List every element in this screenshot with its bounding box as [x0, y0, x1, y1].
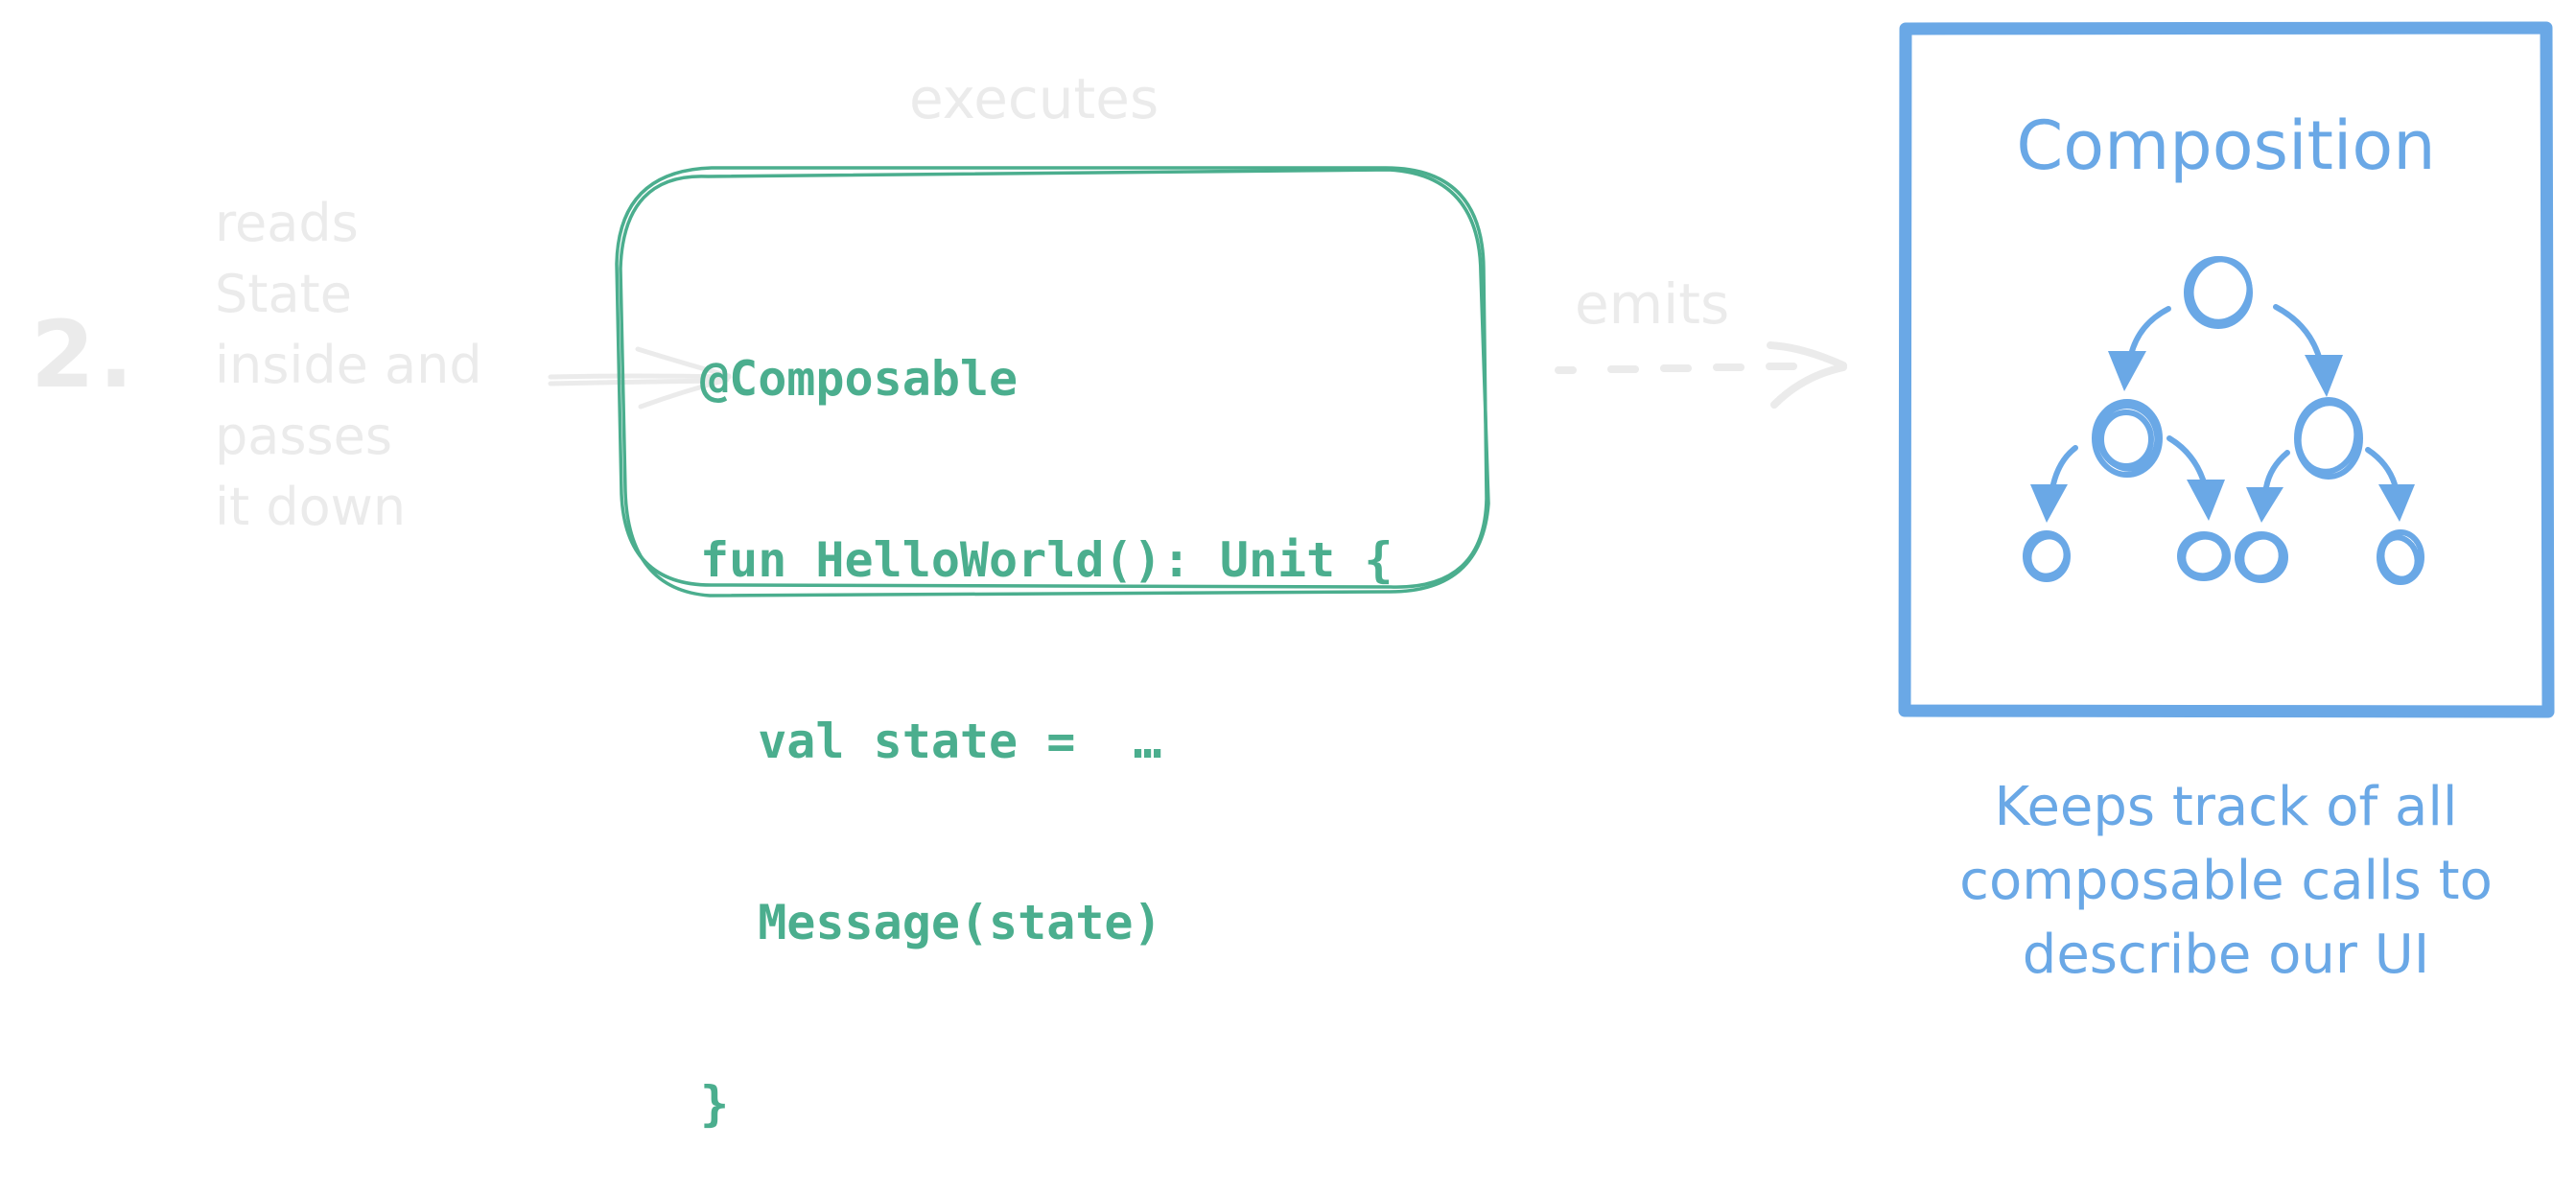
- code-box-border: [615, 166, 1490, 598]
- composition-caption-line: Keeps track of all: [1994, 776, 2458, 838]
- code-line-closing-brace: }: [700, 1076, 730, 1132]
- tree-root-node-icon: [2184, 256, 2253, 329]
- tree-leaf-node-icon: [2235, 531, 2288, 583]
- code-line-annotation: @Composable: [700, 351, 1019, 407]
- step-description: reads State inside and passes it down: [215, 188, 482, 543]
- tree-left-node-icon: [2092, 399, 2163, 478]
- executes-label: executes: [909, 66, 1159, 131]
- composition-tree: [2023, 256, 2424, 585]
- code-line-function-signature: fun HelloWorld(): Unit {: [700, 532, 1393, 588]
- diagram-canvas: [548, 21, 2555, 718]
- tree-leaf-node-icon: [2023, 530, 2071, 582]
- code-snippet: @Composable fun HelloWorld(): Unit { val…: [700, 228, 1393, 1195]
- step-description-line: State: [215, 264, 352, 324]
- tree-edge: [2273, 304, 2322, 360]
- composition-caption-line: composable calls to: [1959, 850, 2493, 912]
- step-description-line: it down: [215, 477, 407, 537]
- code-line-state-declaration: val state = …: [700, 714, 1162, 769]
- step-description-line: inside and: [215, 335, 482, 395]
- tree-leaf-node-icon: [2177, 531, 2231, 581]
- composition-title: Composition: [2016, 106, 2436, 185]
- tree-leaf-node-icon: [2377, 529, 2424, 585]
- emits-arrow: [1555, 341, 1847, 409]
- tree-edge: [2263, 450, 2290, 490]
- step-description-line: reads: [215, 193, 359, 253]
- tree-edge: [2166, 435, 2206, 482]
- composition-caption: Keeps track of all composable calls to d…: [1898, 770, 2554, 992]
- code-line-message-call: Message(state): [700, 895, 1162, 950]
- reads-state-arrow: [548, 346, 732, 410]
- composition-box-border: [1898, 21, 2555, 718]
- tree-edge: [2365, 447, 2398, 487]
- step-description-line: passes: [215, 406, 392, 466]
- emits-label: emits: [1575, 271, 1730, 337]
- tree-edge: [2128, 306, 2171, 358]
- step-number: 2.: [31, 301, 138, 409]
- tree-edge: [2050, 445, 2078, 487]
- composition-caption-line: describe our UI: [2022, 924, 2430, 986]
- tree-arrowheads: [2030, 351, 2415, 523]
- tree-right-node-icon: [2294, 397, 2363, 480]
